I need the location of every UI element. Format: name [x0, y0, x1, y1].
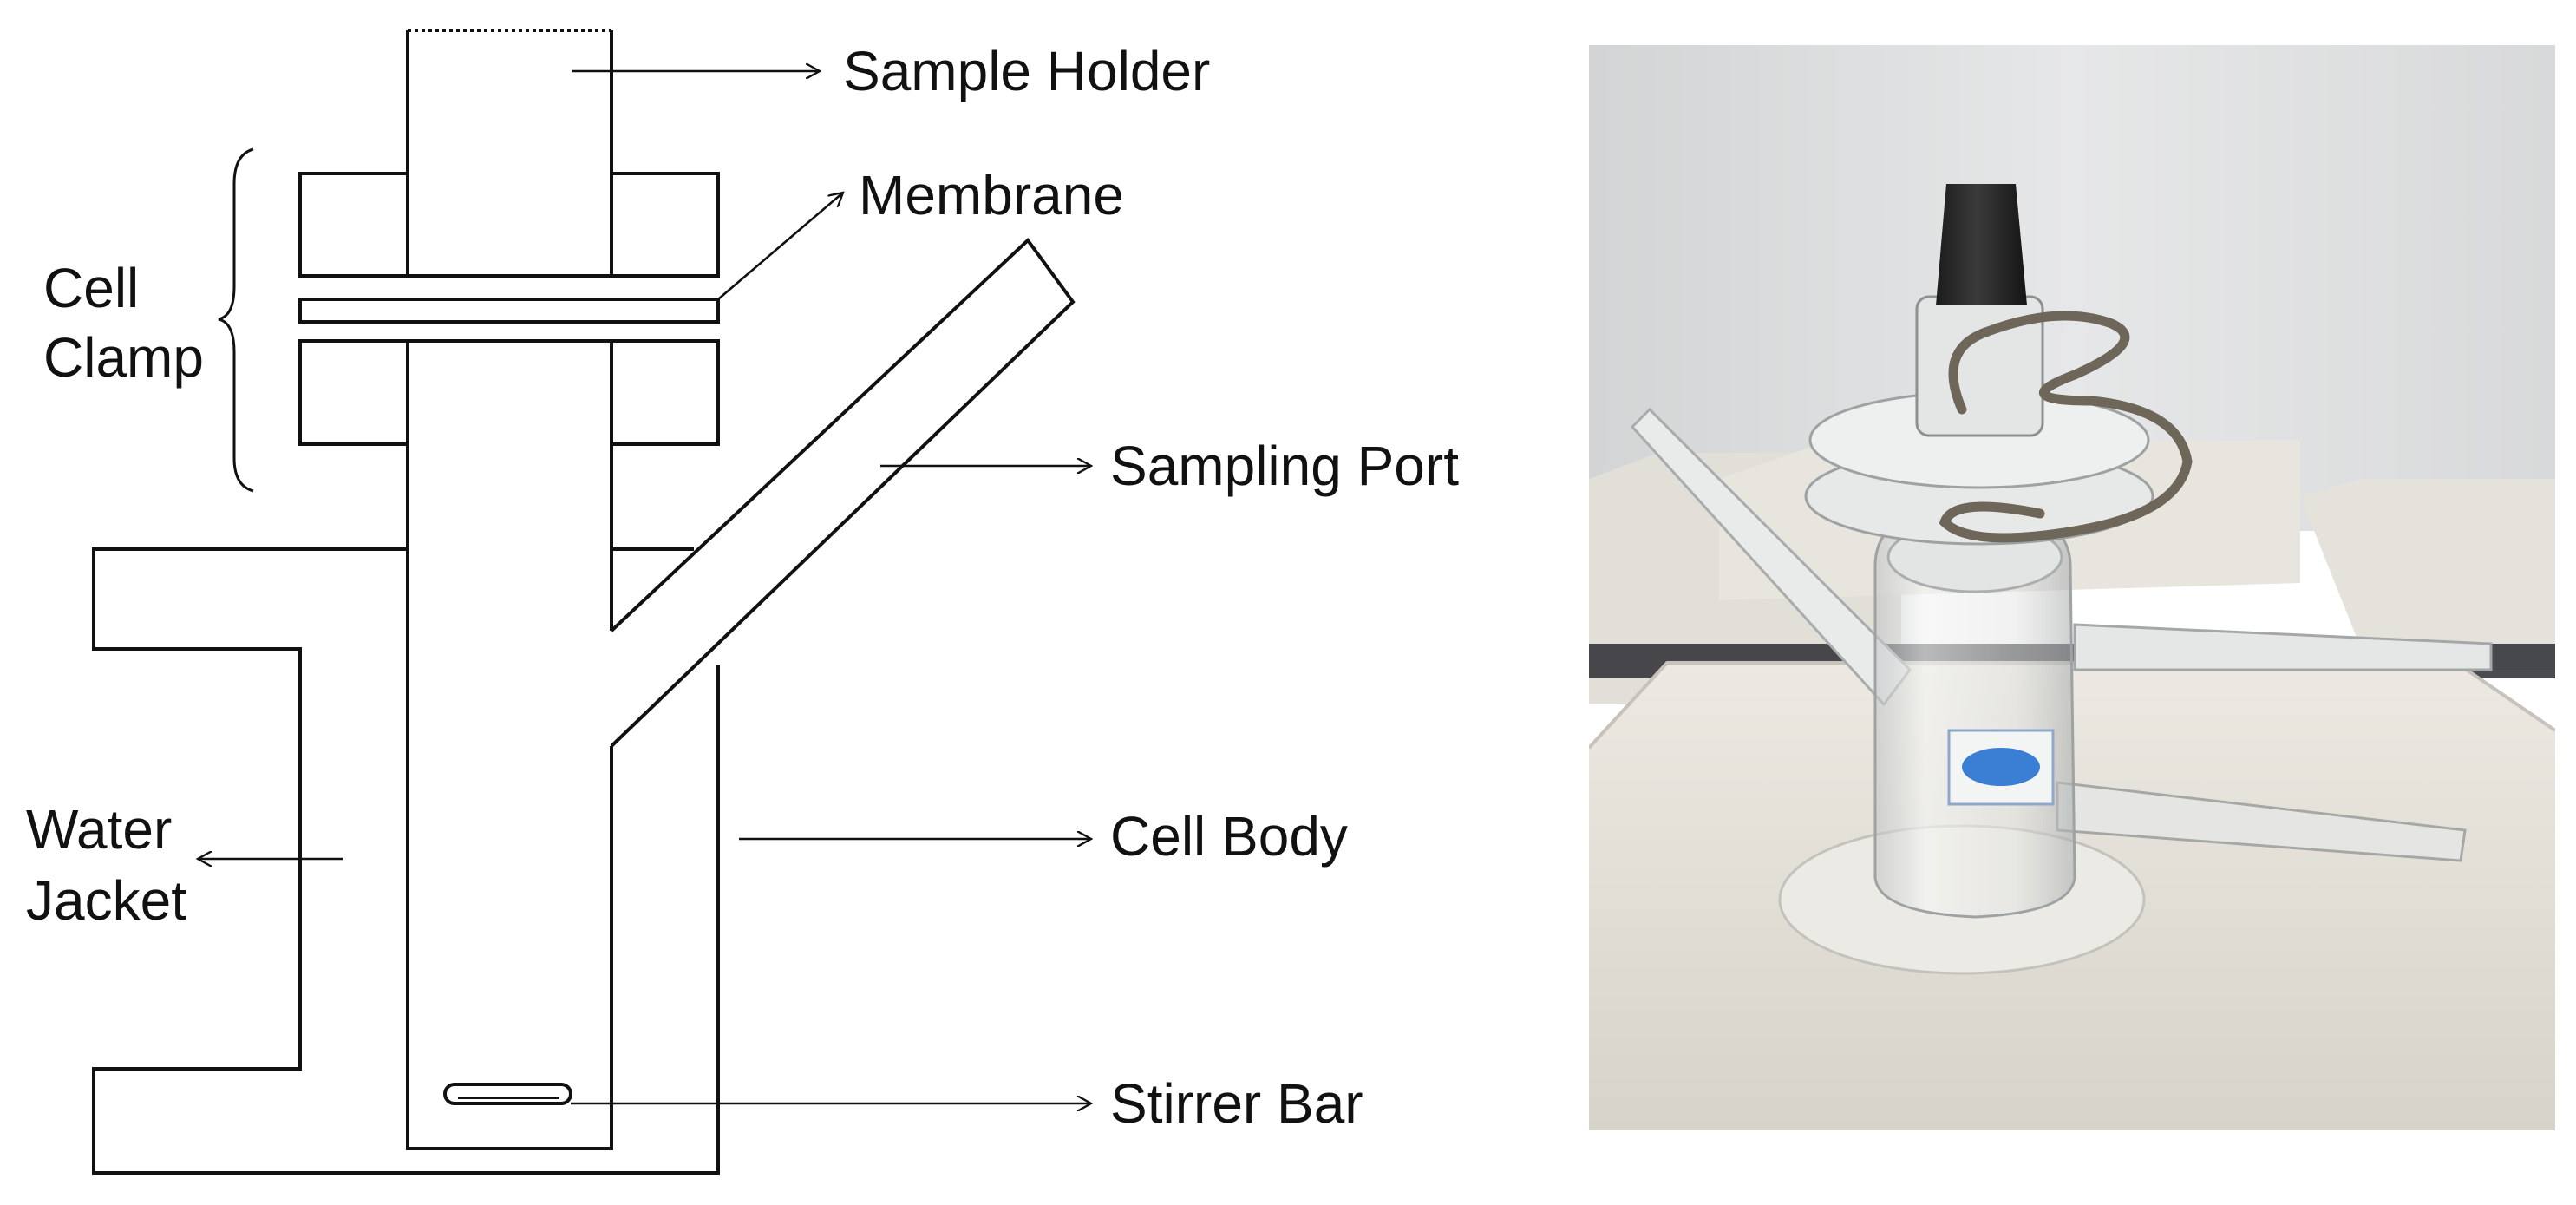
label-cell-body: Cell Body: [1110, 805, 1348, 868]
label-sample-holder: Sample Holder: [843, 40, 1211, 102]
lower-clamp-block: [298, 339, 720, 446]
photo-metal-clip: [1939, 311, 2193, 543]
label-cell-clamp-line1: Cell: [43, 257, 140, 319]
photo-black-stopper: [1936, 184, 2027, 305]
stirrer-bar: [443, 1083, 572, 1105]
photo-back-bench-right: [2300, 479, 2555, 670]
upper-clamp-block: [298, 172, 720, 278]
water-jacket-outline: [92, 547, 720, 1175]
franz-cell-photo: [1589, 45, 2555, 1130]
cell-clamp-brace: [218, 147, 254, 493]
label-cell-clamp-line2: Clamp: [43, 326, 204, 389]
photo-upper-side-arm: [2073, 623, 2493, 671]
label-membrane: Membrane: [859, 164, 1124, 226]
cell-inner-compartment: [406, 341, 613, 1150]
label-water-jacket-line2: Jacket: [26, 869, 186, 932]
sampling-port-tube: [610, 237, 1076, 748]
label-stirrer-bar: Stirrer Bar: [1110, 1072, 1363, 1135]
photo-manufacturer-logo: [1947, 729, 2055, 806]
label-sampling-port: Sampling Port: [1110, 435, 1459, 497]
franz-cell-schematic: [92, 29, 1527, 1175]
membrane-arrow: [717, 193, 843, 300]
membrane-strip: [298, 298, 720, 324]
label-water-jacket-line1: Water: [26, 798, 173, 861]
